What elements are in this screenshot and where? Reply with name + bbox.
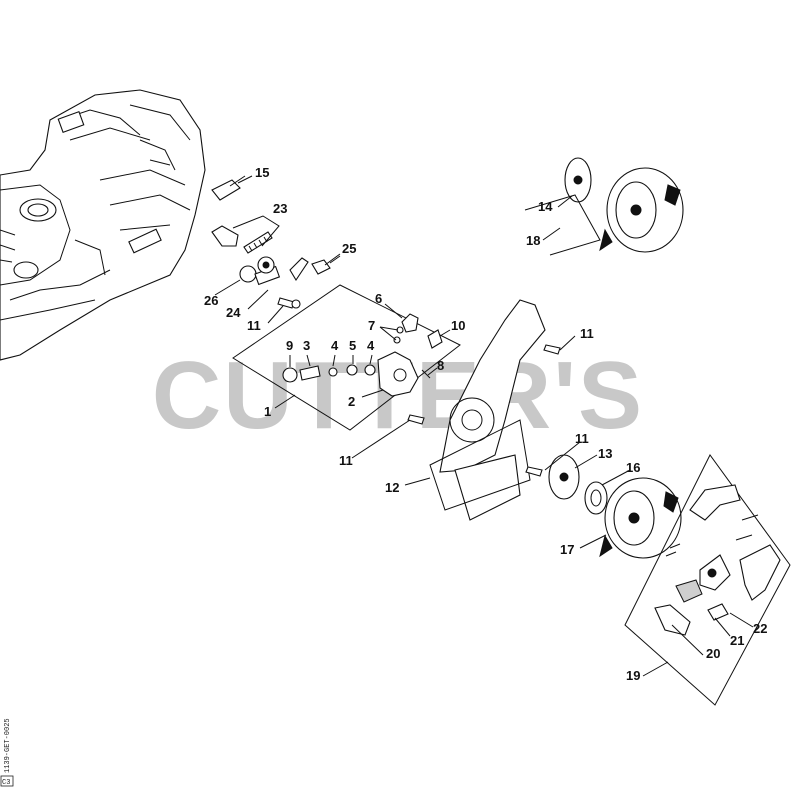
oil-pump-group — [232, 284, 461, 431]
callout-5: 5 — [349, 338, 356, 353]
side-mark-box — [0, 775, 14, 787]
callout-25: 25 — [342, 241, 356, 256]
callout-4-right: 4 — [367, 338, 375, 353]
callout-22: 22 — [753, 621, 767, 636]
side-code: 1139-GET-0025 — [4, 718, 12, 773]
part-11-screw-right — [543, 344, 561, 355]
part-24-gear — [257, 256, 275, 274]
callout-16: 16 — [626, 460, 640, 475]
part-12-cover — [429, 299, 546, 521]
callout-11-upper: 11 — [247, 318, 261, 333]
callout-8: 8 — [437, 358, 444, 373]
part-11-screw-mid — [407, 414, 425, 425]
callout-labels: 15 23 25 26 24 11 6 7 10 9 3 4 5 4 8 2 1… — [204, 165, 767, 683]
callout-14: 14 — [538, 199, 553, 214]
part-19-clutch-group — [624, 454, 791, 706]
callout-20: 20 — [706, 646, 720, 661]
callout-7: 7 — [368, 318, 375, 333]
side-mark: C3 — [2, 779, 10, 787]
callout-3: 3 — [303, 338, 310, 353]
callout-21: 21 — [730, 633, 744, 648]
part-18-drum — [524, 167, 684, 256]
callout-11-lower: 11 — [575, 431, 589, 446]
part-11-screw-lower — [525, 466, 543, 477]
callout-26: 26 — [204, 293, 218, 308]
part-11-screw-upper — [277, 297, 301, 309]
callout-17: 17 — [560, 542, 574, 557]
leader-lines — [214, 175, 754, 677]
part-16-bearing — [584, 481, 608, 515]
callout-11-right: 11 — [580, 326, 594, 341]
callout-15: 15 — [255, 165, 269, 180]
engine-block — [0, 89, 206, 361]
part-17-drum — [599, 477, 682, 559]
callout-13: 13 — [598, 446, 612, 461]
part-13-spur — [548, 454, 580, 500]
part-15-bracket — [211, 175, 253, 201]
callout-18: 18 — [526, 233, 540, 248]
callout-4-left: 4 — [331, 338, 339, 353]
callout-6: 6 — [375, 291, 382, 306]
part-23-worm-gear — [211, 215, 280, 254]
callout-2: 2 — [348, 394, 355, 409]
part-14-spur — [564, 157, 592, 203]
callout-12: 12 — [385, 480, 399, 495]
part-25-plate — [289, 255, 341, 282]
callout-19: 19 — [626, 668, 640, 683]
callout-11-mid: 11 — [339, 453, 353, 468]
callout-9: 9 — [286, 338, 293, 353]
callout-24: 24 — [226, 305, 241, 320]
callout-1: 1 — [264, 404, 271, 419]
callout-23: 23 — [273, 201, 287, 216]
callout-10: 10 — [451, 318, 465, 333]
